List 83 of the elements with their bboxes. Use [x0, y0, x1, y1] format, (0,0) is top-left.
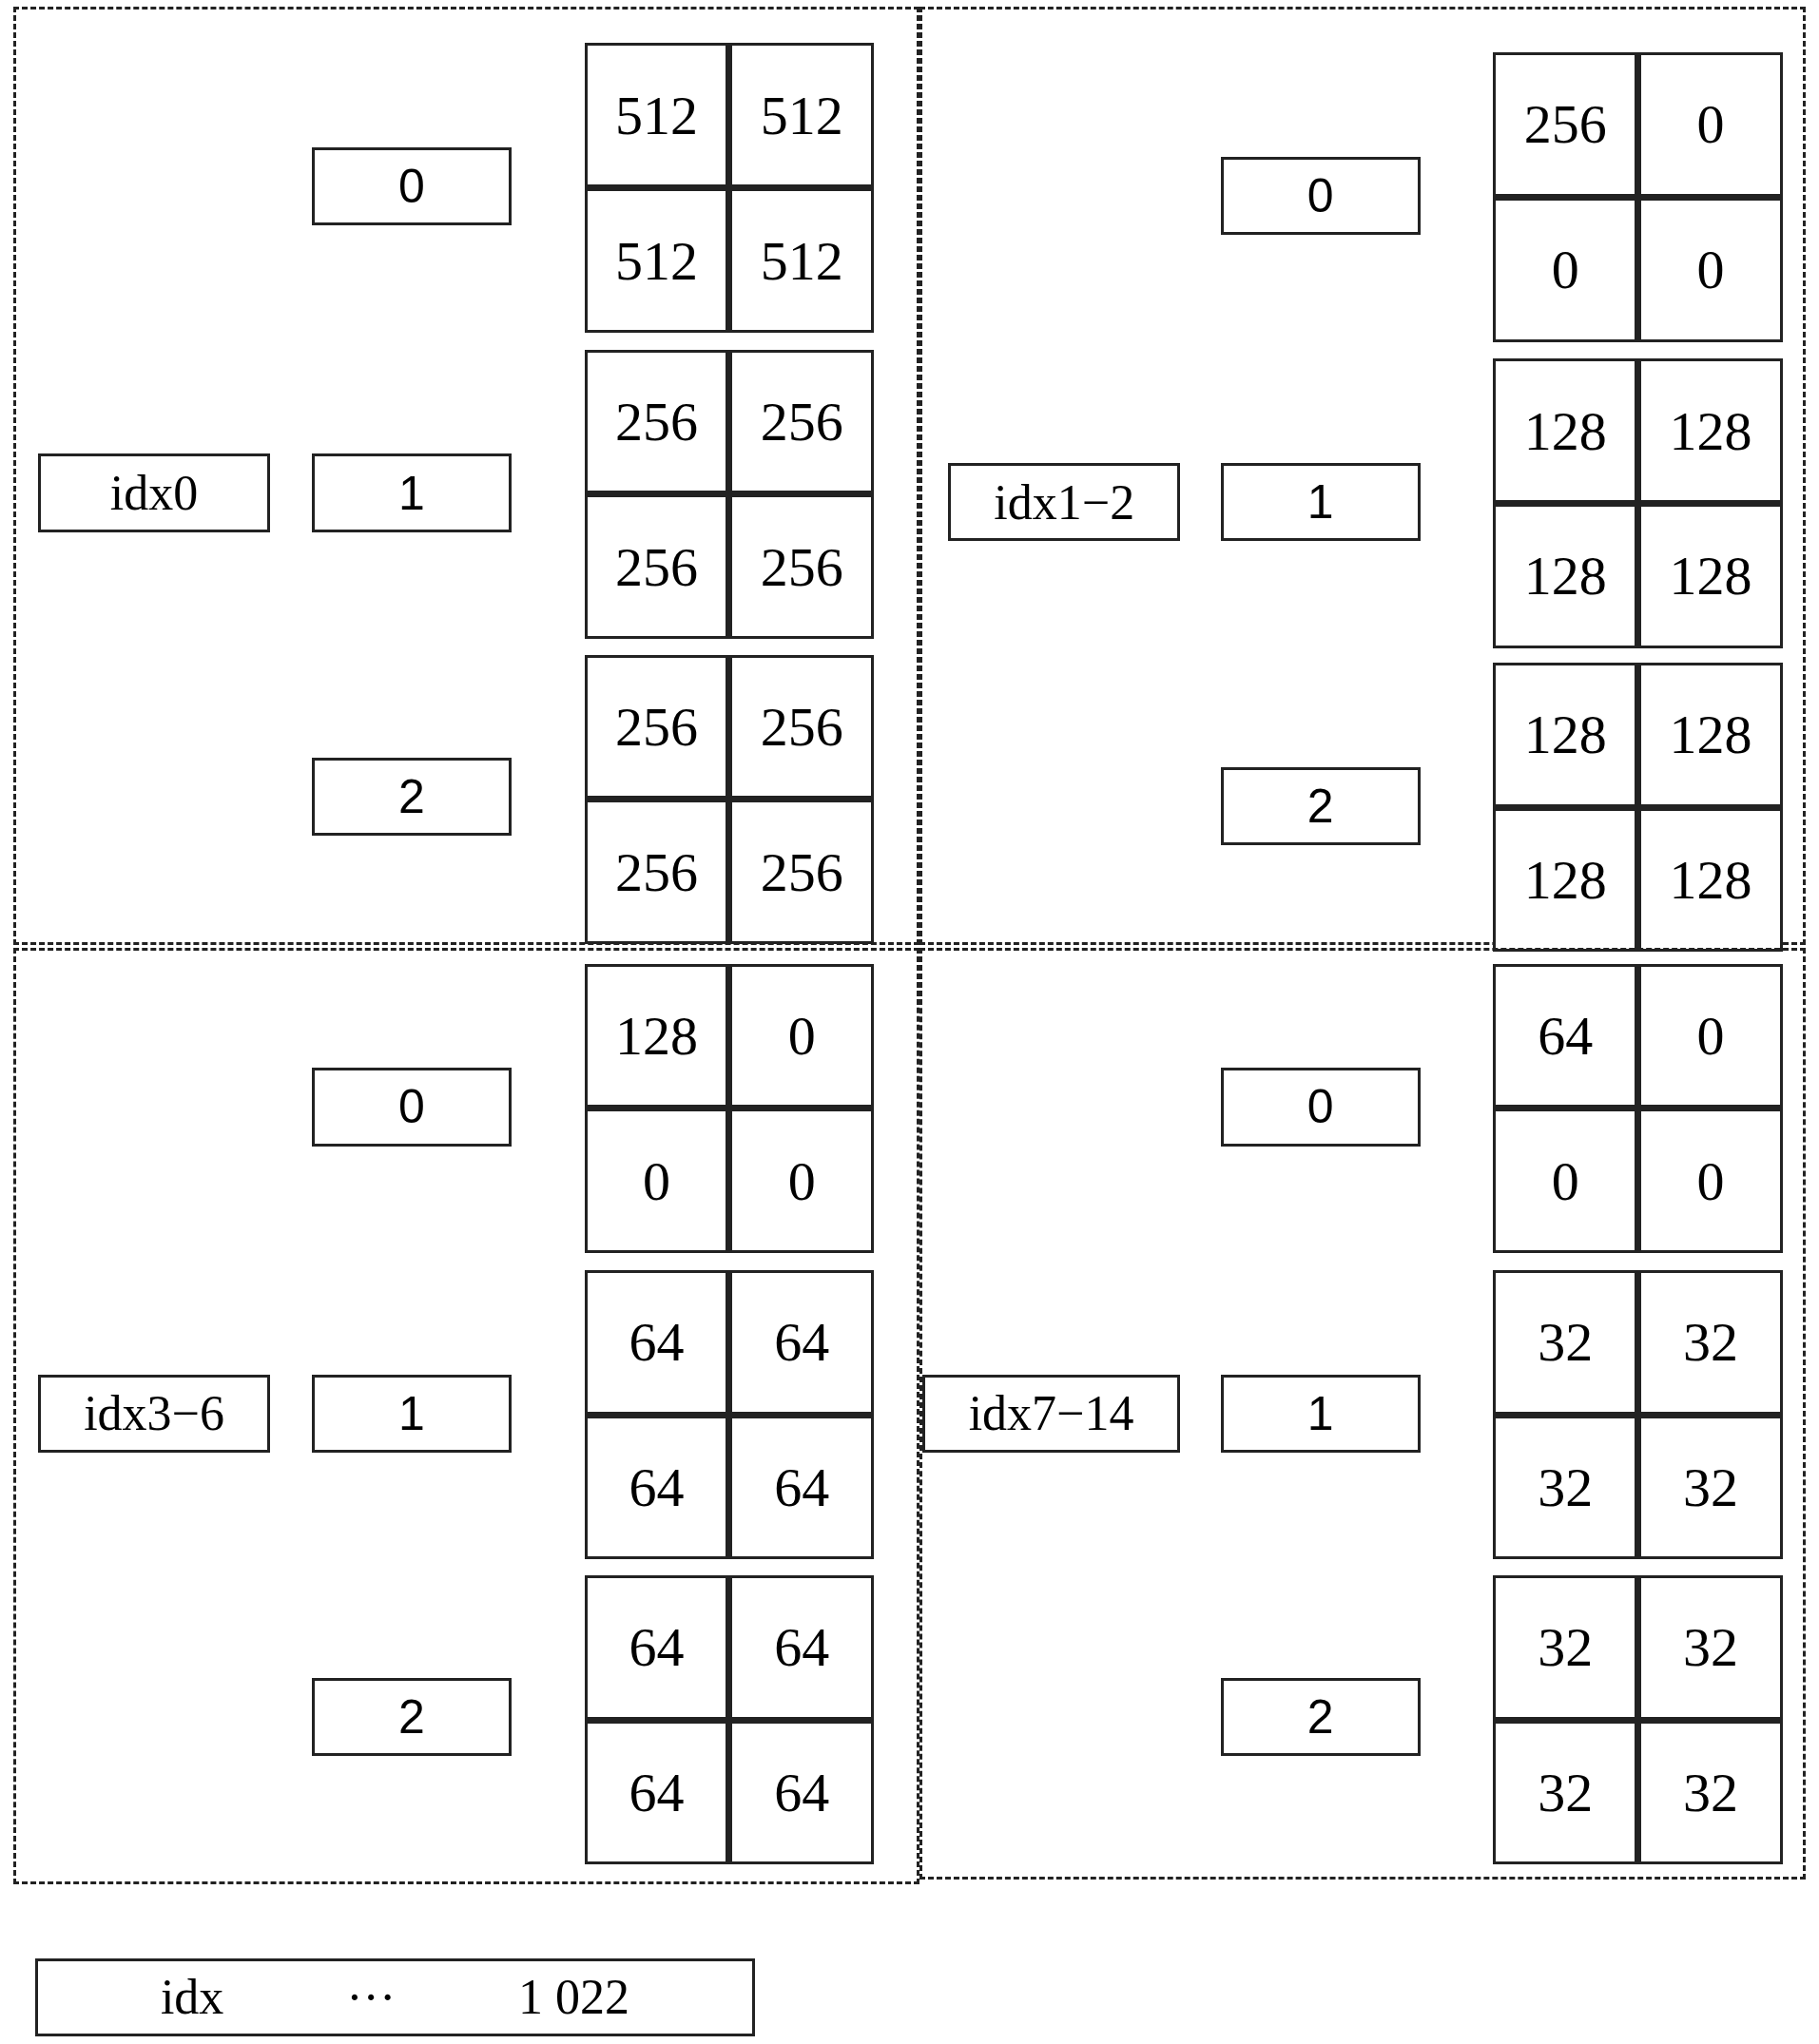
index-label: idx7−14: [921, 1374, 1181, 1453]
grid-cell: 32: [1496, 1577, 1635, 1717]
grid-cell: 256: [587, 657, 726, 797]
grid-cell: 64: [1496, 966, 1635, 1106]
grid-cell: 32: [1641, 1577, 1780, 1717]
value-grid: [1493, 358, 1783, 648]
grid-cell: 32: [1496, 1723, 1635, 1862]
grid-cell: 512: [587, 46, 726, 185]
grid-cell: 0: [1641, 200, 1780, 339]
grid-cell: 0: [1641, 1111, 1780, 1251]
grid-cell: 512: [732, 191, 871, 330]
range-text: 1 022: [518, 1969, 630, 2026]
grid-cell: 128: [1641, 665, 1780, 804]
grid-cell: 32: [1496, 1272, 1635, 1412]
grid-cell: 64: [587, 1272, 726, 1412]
dashed-region: [12, 947, 919, 1884]
grid-cell: 64: [732, 1272, 871, 1412]
grid-cell: 256: [587, 352, 726, 492]
grid-cell: 64: [587, 1417, 726, 1557]
dashed-region: [919, 947, 1807, 1880]
grid-cell: 0: [587, 1111, 726, 1251]
value-grid: [584, 1269, 874, 1560]
grid-cell: 256: [732, 657, 871, 797]
grid-cell: 256: [732, 497, 871, 637]
grid-cell: 512: [587, 191, 726, 330]
grid-cell: 0: [1641, 966, 1780, 1106]
value-grid: [1493, 963, 1783, 1254]
grid-cell: 64: [587, 1577, 726, 1717]
range-text: ···: [346, 1969, 397, 2026]
grid-cell: 32: [1641, 1417, 1780, 1557]
value-grid: [1493, 52, 1783, 342]
value-grid: [584, 349, 874, 640]
grid-cell: 128: [1496, 665, 1635, 804]
grid-cell: 128: [1496, 361, 1635, 501]
grid-cell: 64: [732, 1417, 871, 1557]
grid-cell: 64: [732, 1577, 871, 1717]
grid-cell: 128: [1496, 810, 1635, 950]
grid-cell: 256: [587, 497, 726, 637]
index-box: 0: [1220, 1068, 1421, 1147]
grid-cell: 32: [1496, 1417, 1635, 1557]
index-label: idx3−6: [38, 1374, 271, 1453]
grid-cell: 0: [1496, 200, 1635, 339]
index-box: 0: [312, 1068, 512, 1147]
grid-cell: 128: [1641, 361, 1780, 501]
range-text: idx: [160, 1969, 224, 2026]
grid-cell: 0: [1496, 1111, 1635, 1251]
grid-cell: 0: [732, 966, 871, 1106]
value-grid: [584, 654, 874, 945]
index-label: idx0: [38, 453, 271, 532]
index-box: 1: [1220, 1374, 1421, 1453]
index-box: 0: [312, 147, 512, 226]
value-grid: [1493, 1269, 1783, 1560]
grid-cell: 512: [732, 46, 871, 185]
grid-cell: 0: [732, 1111, 871, 1251]
value-grid: [584, 43, 874, 333]
index-box: 2: [1220, 766, 1421, 845]
index-box: 2: [1220, 1678, 1421, 1757]
dashed-region: [12, 6, 919, 946]
grid-cell: 256: [1496, 55, 1635, 194]
index-box: 2: [312, 758, 512, 837]
grid-cell: 0: [1641, 55, 1780, 194]
value-grid: [1493, 662, 1783, 953]
grid-cell: 256: [732, 352, 871, 492]
value-grid: [1493, 1574, 1783, 1865]
index-box: 0: [1220, 156, 1421, 236]
index-label: idx1−2: [948, 463, 1181, 542]
grid-cell: 32: [1641, 1272, 1780, 1412]
grid-cell: 128: [1496, 507, 1635, 646]
index-box: 1: [1220, 463, 1421, 542]
grid-cell: 128: [1641, 507, 1780, 646]
grid-cell: 256: [587, 802, 726, 942]
grid-cell: 32: [1641, 1723, 1780, 1862]
index-box: 1: [312, 1374, 512, 1453]
grid-cell: 64: [587, 1723, 726, 1862]
index-box: 2: [312, 1678, 512, 1757]
value-grid: [584, 1574, 874, 1865]
index-box: 1: [312, 453, 512, 532]
grid-cell: 128: [587, 966, 726, 1106]
grid-cell: 128: [1641, 810, 1780, 950]
grid-cell: 256: [732, 802, 871, 942]
index-range-box: [35, 1957, 755, 2036]
value-grid: [584, 963, 874, 1254]
grid-cell: 64: [732, 1723, 871, 1862]
